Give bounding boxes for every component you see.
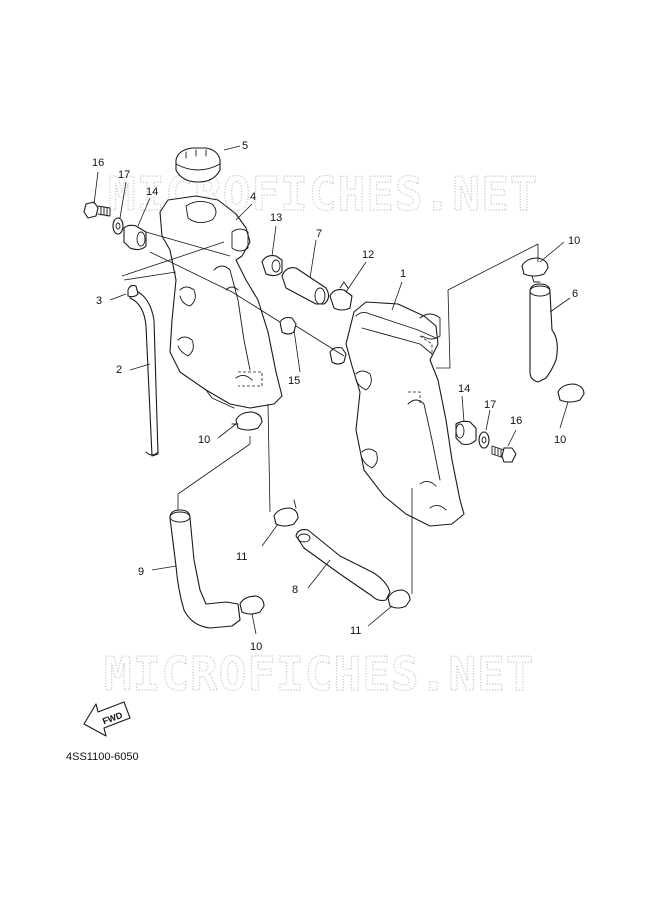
callout-9: 9	[138, 566, 144, 578]
callout-16-left: 16	[92, 157, 104, 169]
hose-clamp-11-left-part	[273, 499, 299, 527]
callout-4: 4	[250, 191, 256, 203]
left-radiator-part	[159, 195, 283, 409]
radiator-cap-part	[175, 147, 221, 183]
callout-16-right: 16	[510, 415, 522, 427]
hose-clamp-10-lower-left-part	[239, 595, 265, 615]
right-radiator-part	[345, 301, 465, 527]
callout-10-left: 10	[198, 434, 210, 446]
callout-5: 5	[242, 140, 248, 152]
callout-11-right: 11	[350, 625, 361, 637]
hose-clip-part	[127, 284, 139, 298]
washer-left-part	[112, 217, 124, 235]
callout-15: 15	[288, 375, 300, 387]
callout-17-right: 17	[484, 399, 496, 411]
callout-3: 3	[96, 295, 102, 307]
hose-clamp-12-part	[329, 281, 353, 311]
radiator-hose-6-part	[529, 283, 558, 383]
fwd-arrow-icon: FWD	[83, 701, 131, 737]
callout-10-lower-left: 10	[250, 641, 262, 653]
callout-13: 13	[270, 212, 282, 224]
hose-clamp-13-part	[261, 255, 283, 277]
callout-7: 7	[316, 228, 322, 240]
callout-leaders	[93, 145, 571, 635]
grommet-right-part	[329, 346, 347, 365]
callout-14-left: 14	[146, 186, 158, 198]
callout-8: 8	[292, 584, 298, 596]
callout-14-right: 14	[458, 383, 470, 395]
callout-10-upper-right: 10	[568, 235, 580, 247]
grommet-left-part	[279, 316, 297, 335]
hose-clamp-10-upper-right-part	[521, 257, 549, 283]
collar-right-part	[455, 420, 477, 446]
callout-17-left: 17	[118, 169, 130, 181]
watermark-bottom: MICROFICHES.NET	[104, 647, 534, 701]
bolt-left-part	[83, 201, 111, 219]
collar-left-part	[123, 224, 147, 251]
callout-10-lower-right: 10	[554, 434, 566, 446]
callout-11-left: 11	[236, 551, 247, 563]
callout-1: 1	[400, 268, 406, 280]
radiator-hose-8-part	[295, 529, 391, 602]
radiator-hose-7-part	[281, 267, 330, 305]
bolt-right-part	[491, 445, 517, 463]
radiator-hose-9-part	[169, 509, 241, 629]
overflow-hose-part	[129, 289, 159, 457]
hose-clamp-11-right-part	[387, 589, 411, 609]
callout-6: 6	[572, 288, 578, 300]
hose-clamp-10-lower-right-part	[557, 383, 585, 403]
washer-right-part	[478, 431, 490, 449]
callout-12: 12	[362, 249, 374, 261]
callout-labels: 5 16 17 14 4 13 7 12 1 10 6 3 2 15 14 17…	[92, 140, 580, 653]
callout-2: 2	[116, 364, 122, 376]
diagram-code: 4SS1100-6050	[66, 751, 139, 763]
hose-clamp-10-left-part	[231, 411, 263, 431]
routing-lines	[121, 231, 539, 594]
